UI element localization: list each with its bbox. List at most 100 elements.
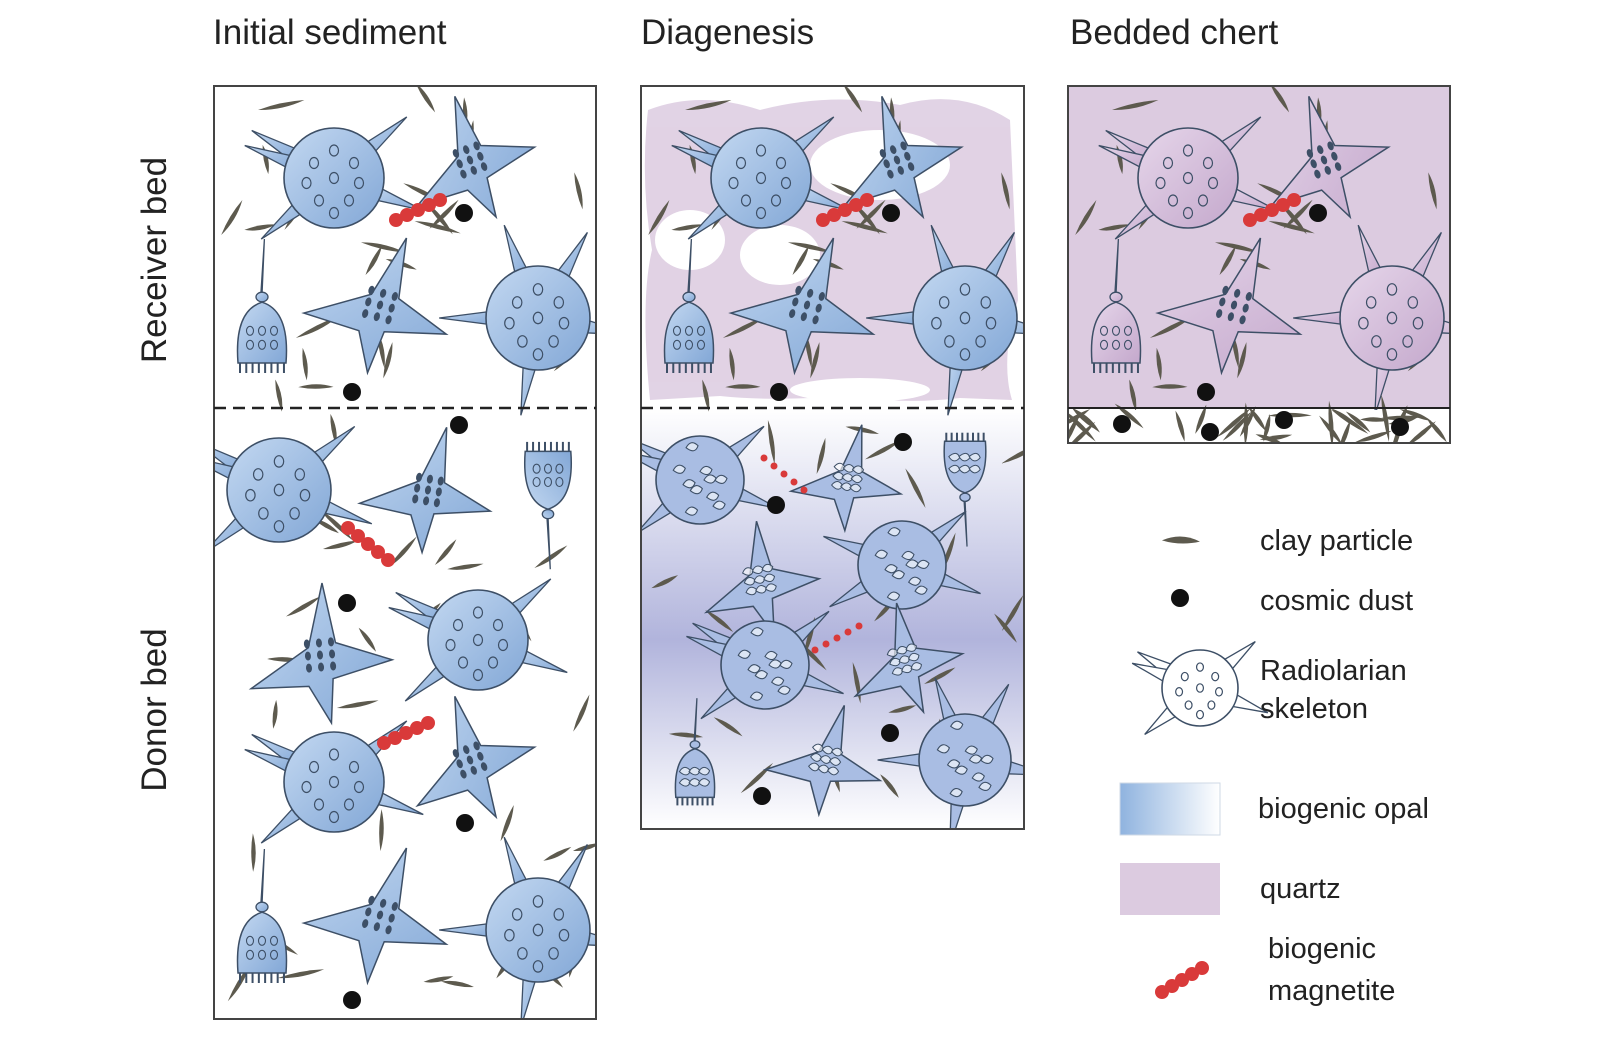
initial-sediment-contents	[214, 86, 596, 1019]
magnetite-chain	[377, 716, 435, 750]
clay-particle	[994, 613, 1017, 643]
clay-particle	[302, 347, 308, 381]
radiolarian-spumellarian	[853, 602, 966, 715]
clay-particle	[1263, 414, 1271, 442]
clay-particle	[1345, 411, 1371, 433]
legend-clay-label: clay particle	[1260, 525, 1414, 557]
clay-particle	[1331, 408, 1360, 429]
cosmic-dust	[343, 383, 361, 401]
clay-particle	[722, 316, 766, 338]
legend-dust-icon	[1171, 589, 1189, 607]
cosmic-dust	[338, 594, 356, 612]
clay-particle	[1195, 404, 1207, 434]
clay-particle	[1112, 100, 1159, 111]
cosmic-dust	[894, 433, 912, 451]
cosmic-dust	[450, 416, 468, 434]
radiolarian-spumellarian	[248, 582, 395, 726]
radiolarian-spumellarian	[788, 424, 904, 534]
legend-radiolarian-label: Radiolarian	[1260, 655, 1407, 687]
cosmic-dust	[1197, 383, 1215, 401]
magnetite-chain	[341, 521, 395, 567]
clay-particle	[888, 705, 917, 713]
clay-particle	[729, 347, 735, 381]
clay-particle	[1328, 400, 1334, 443]
legend-magnetite-label: biogenic	[1268, 933, 1377, 965]
clay-particle	[251, 833, 256, 872]
clay-particle	[414, 221, 461, 234]
clay-particle	[905, 468, 926, 509]
clay-particle	[713, 717, 743, 737]
cosmic-dust	[882, 204, 900, 222]
clay-particle	[1222, 411, 1252, 441]
clay-particle	[841, 221, 888, 234]
cosmic-dust	[881, 724, 899, 742]
clay-particle	[379, 809, 384, 852]
radiolarian-spherical	[686, 610, 844, 720]
clay-particle	[1216, 407, 1251, 438]
cosmic-dust	[1275, 411, 1293, 429]
clay-particle	[1248, 406, 1267, 432]
clay-particle	[365, 245, 382, 276]
clay-particle	[1360, 417, 1389, 422]
clay-particle	[842, 86, 863, 113]
radiolarian-spherical	[1098, 116, 1278, 240]
magnetite-chain	[760, 454, 808, 494]
legend-clay-icon	[1161, 536, 1200, 544]
radiolarian-spumellarian	[301, 237, 449, 376]
clay-particle	[298, 384, 334, 389]
clay-particle	[1354, 430, 1392, 443]
chert-receiver	[1075, 86, 1450, 416]
title-initial-sediment: Initial sediment	[213, 13, 447, 52]
clay-particle	[360, 242, 406, 253]
radiolarian-spumellarian	[842, 96, 964, 220]
clay-particle	[573, 694, 590, 732]
clay-particle	[258, 100, 305, 111]
clay-particle	[1268, 221, 1315, 234]
radiolarian-spherical	[671, 116, 851, 240]
radiolarian-spherical	[439, 836, 596, 1019]
radiolarian-nassellarian	[236, 238, 288, 373]
radiolarian-spumellarian	[728, 237, 876, 376]
clay-particle	[1114, 403, 1144, 429]
clay-particle	[1075, 200, 1097, 236]
magnetite-chain	[1155, 961, 1209, 999]
clay-particle	[429, 199, 459, 229]
radiolarian-spherical	[823, 510, 981, 610]
cosmic-dust	[1201, 423, 1219, 441]
panel-chert-border	[1067, 85, 1451, 444]
clay-particle	[1156, 347, 1162, 381]
clay-particle	[574, 172, 583, 210]
clay-particle	[1098, 224, 1130, 231]
clay-particle	[1152, 384, 1188, 389]
clay-particle	[1399, 409, 1432, 422]
clay-particle	[383, 342, 393, 379]
radiolarian-spherical	[641, 425, 779, 532]
clay-particle	[275, 379, 283, 412]
cosmic-dust	[767, 496, 785, 514]
radiolarian-nassellarian	[943, 432, 987, 547]
clay-particle	[330, 413, 337, 445]
clay-particle	[1319, 415, 1343, 443]
clay-particle	[285, 596, 321, 617]
panel-diagenesis-border	[640, 85, 1025, 830]
clay-particle	[1237, 342, 1247, 379]
radiolarian-spumellarian	[357, 426, 493, 556]
legend-magnetite-label-2: magnetite	[1268, 975, 1396, 1007]
clay-particle	[856, 199, 886, 229]
clay-particle	[1001, 595, 1024, 632]
cosmic-dust	[343, 991, 361, 1009]
radiolarian-nassellarian	[1090, 238, 1142, 373]
clay-particle	[705, 610, 734, 633]
cosmic-dust	[753, 787, 771, 805]
title-diagenesis: Diagenesis	[641, 13, 815, 52]
radiolarian-nassellarian	[523, 441, 573, 570]
clay-particle	[1428, 172, 1437, 210]
clay-particle	[415, 86, 436, 113]
clay-particle	[1001, 443, 1024, 464]
legend-quartz-label: quartz	[1260, 873, 1341, 905]
clay-particle	[725, 384, 761, 389]
clay-particle	[1405, 421, 1436, 443]
clay-particle	[543, 846, 572, 861]
clay-particle	[1068, 411, 1081, 443]
radiolarian-spumellarian	[415, 696, 537, 820]
